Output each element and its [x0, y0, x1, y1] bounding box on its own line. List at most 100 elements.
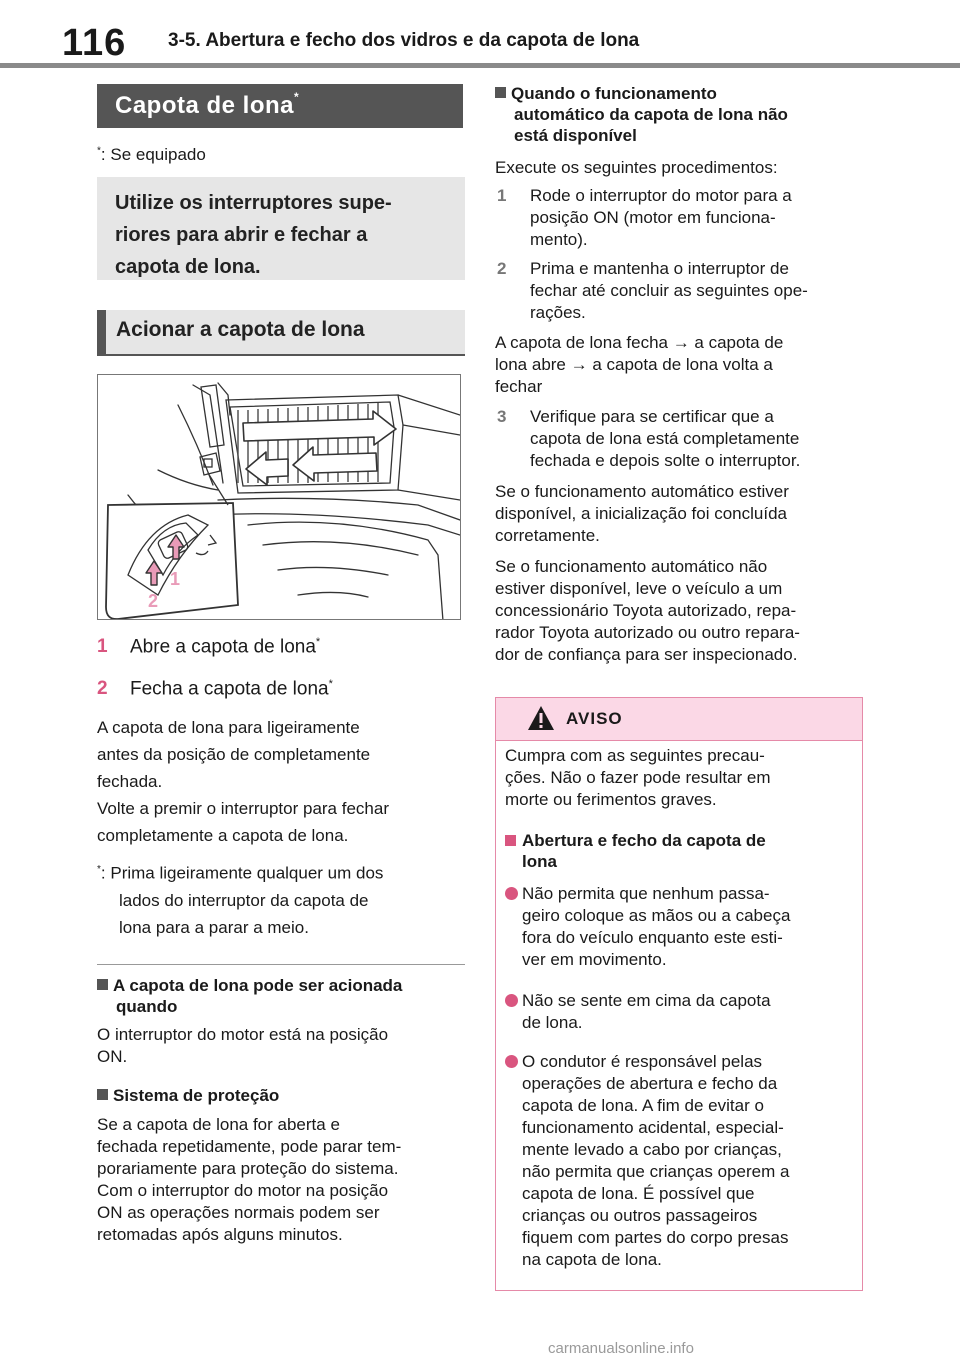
warning-header: AVISO: [496, 698, 862, 741]
warning-heading: lona: [522, 852, 557, 871]
bullet-line: ver em movimento.: [522, 950, 667, 969]
step-number: 2: [497, 259, 507, 278]
paragraph-line: completamente a capota de lona.: [97, 826, 349, 845]
bullet-dot-icon: [505, 887, 518, 900]
note-mark: *: [97, 864, 101, 875]
operation-sequence: A capota de lona fecha → a capota de lon…: [495, 332, 783, 398]
warning-intro: Cumpra com as seguintes precau- ções. Nã…: [505, 745, 855, 811]
bullet-line: Não se sente em cima da capota: [522, 991, 771, 1010]
step-line: Prima e mantenha o interruptor de: [530, 259, 789, 278]
bullet-line: funcionamento acidental, especial-: [522, 1118, 784, 1137]
bullet-line: crianças ou outros passageiros: [522, 1206, 758, 1225]
paragraph-line: Volte a premir o interruptor para fechar: [97, 799, 389, 818]
paragraph-line: A capota de lona para ligeiramente: [97, 718, 360, 737]
protection-block: Sistema de proteção Se a capota de lona …: [97, 1085, 477, 1246]
item-number: 1: [97, 636, 108, 658]
step-line: fechada e depois solte o interruptor.: [530, 451, 801, 470]
block-line: ON as operações normais podem ser: [97, 1203, 380, 1222]
paragraph-line: concessionário Toyota autorizado, repa-: [495, 601, 797, 620]
block-heading: A capota de lona pode ser acionada: [113, 976, 403, 995]
item-mark: *: [315, 636, 321, 648]
step-line: mento).: [530, 230, 588, 249]
note-line: : Prima ligeiramente qualquer um dos: [100, 863, 384, 883]
bullet-dot-icon: [505, 994, 518, 1007]
square-bullet-icon: [97, 1089, 108, 1100]
watermark: carmanualsonline.info: [548, 1340, 694, 1357]
stop-paragraph: A capota de lona para ligeiramente antes…: [97, 714, 477, 849]
step-3: 3 Verifique para se certificar que a cap…: [497, 406, 800, 470]
block-heading: automático da capota de lona não: [514, 105, 788, 124]
warning-line: Cumpra com as seguintes precau-: [505, 746, 765, 765]
bullet-line: na capota de lona.: [522, 1250, 662, 1269]
figure-label-2: 2: [148, 591, 158, 611]
section-header: 3-5. Abertura e fecho dos vidros e da ca…: [168, 30, 640, 51]
note-line: lona para a parar a meio.: [119, 917, 309, 937]
warning-line: morte ou ferimentos graves.: [505, 790, 717, 809]
block-line: retomadas após alguns minutos.: [97, 1225, 343, 1244]
step-line: fechar até concluir as seguintes ope-: [530, 281, 808, 300]
bullet-line: capota de lona. É possível que: [522, 1184, 755, 1203]
step-number: 3: [497, 407, 507, 426]
init-complete-paragraph: Se o funcionamento automático estiver di…: [495, 481, 789, 547]
operating-condition-block: A capota de lona pode ser acionada quand…: [97, 975, 477, 1068]
intro-line: Utilize os interruptores supe-: [115, 192, 392, 214]
item-mark: *: [328, 678, 333, 690]
paragraph-line: Se o funcionamento automático não: [495, 557, 768, 576]
figure-label-1: 1: [170, 569, 180, 589]
item-open: 1 Abre a capota de lona*: [97, 636, 320, 658]
note-line: lados do interruptor da capota de: [119, 890, 369, 910]
subheading: Acionar a capota de lona: [97, 310, 465, 356]
sequence-line: lona abre → a capota de lona volta a: [495, 355, 773, 374]
step-line: rações.: [530, 303, 586, 322]
footnote-equipped: *: Se equipado: [97, 145, 206, 165]
footnote-mark: *: [97, 145, 101, 157]
block-line: Com o interruptor do motor na posição: [97, 1181, 389, 1200]
footnote-text: : Se equipado: [100, 145, 206, 164]
square-bullet-icon: [505, 835, 516, 846]
paragraph-line: rador Toyota autorizado ou outro repara-: [495, 623, 800, 642]
block-line: porariamente para proteção do sistema.: [97, 1159, 399, 1178]
bullet-line: mente levado a cabo por crianças,: [522, 1140, 782, 1159]
procedure-intro: Execute os seguintes procedimentos:: [495, 158, 778, 177]
paragraph-line: corretamente.: [495, 526, 600, 545]
warning-bullet-1: Não permita que nenhum passa- geiro colo…: [505, 883, 855, 971]
bullet-dot-icon: [505, 1055, 518, 1068]
step-1: 1 Rode o interruptor do motor para a pos…: [497, 185, 792, 249]
bullet-line: fiquem com partes do corpo presas: [522, 1228, 789, 1247]
section-title: Capota de lona*: [97, 84, 463, 128]
item-text: Abre a capota de lona: [130, 636, 316, 658]
bullet-line: operações de abertura e fecho da: [522, 1074, 778, 1093]
paragraph-line: Se o funcionamento automático estiver: [495, 482, 789, 501]
warning-bullet-2: Não se sente em cima da capota de lona.: [505, 990, 855, 1034]
step-line: Rode o interruptor do motor para a: [530, 186, 792, 205]
half-stop-note: *: Prima ligeiramente qualquer um dos la…: [97, 856, 477, 941]
sequence-line: fechar: [495, 377, 543, 396]
paragraph-line: disponível, a inicialização foi concluíd…: [495, 504, 788, 523]
block-heading: quando: [116, 997, 178, 1016]
section-title-mark: *: [294, 90, 300, 104]
illustration-svg: 1 2: [105, 382, 460, 619]
warning-box: AVISO Cumpra com as seguintes precau- çõ…: [495, 697, 863, 1291]
auto-unavailable-block: Quando o funcionamento automático da cap…: [495, 83, 875, 146]
block-line: ON.: [97, 1047, 128, 1066]
block-line: O interruptor do motor está na posição: [97, 1025, 389, 1044]
warning-triangle-icon: [528, 706, 554, 730]
bullet-line: Não permita que nenhum passa-: [522, 884, 770, 903]
step-number: 1: [497, 186, 507, 205]
step-line: Verifique para se certificar que a: [530, 407, 774, 426]
warning-heading: Abertura e fecho da capota de: [522, 831, 766, 850]
block-line: fechada repetidamente, pode parar tem-: [97, 1137, 402, 1156]
item-number: 2: [97, 678, 108, 700]
section-divider: [97, 964, 465, 965]
intro-box: Utilize os interruptores supe- riores pa…: [97, 177, 465, 280]
warning-bullet-3: O condutor é responsável pelas operações…: [505, 1051, 855, 1271]
block-heading: está disponível: [514, 126, 637, 145]
bullet-line: não permita que crianças operem a: [522, 1162, 790, 1181]
sequence-line: A capota de lona fecha → a capota de: [495, 333, 784, 352]
intro-line: riores para abrir e fechar a: [115, 224, 368, 246]
inspection-paragraph: Se o funcionamento automático não estive…: [495, 556, 800, 666]
section-title-text: Capota de lona: [115, 92, 295, 119]
square-bullet-icon: [495, 87, 506, 98]
paragraph-line: dor de confiança para ser inspecionado.: [495, 645, 798, 664]
warning-subheading: Abertura e fecho da capota de lona: [505, 830, 855, 872]
